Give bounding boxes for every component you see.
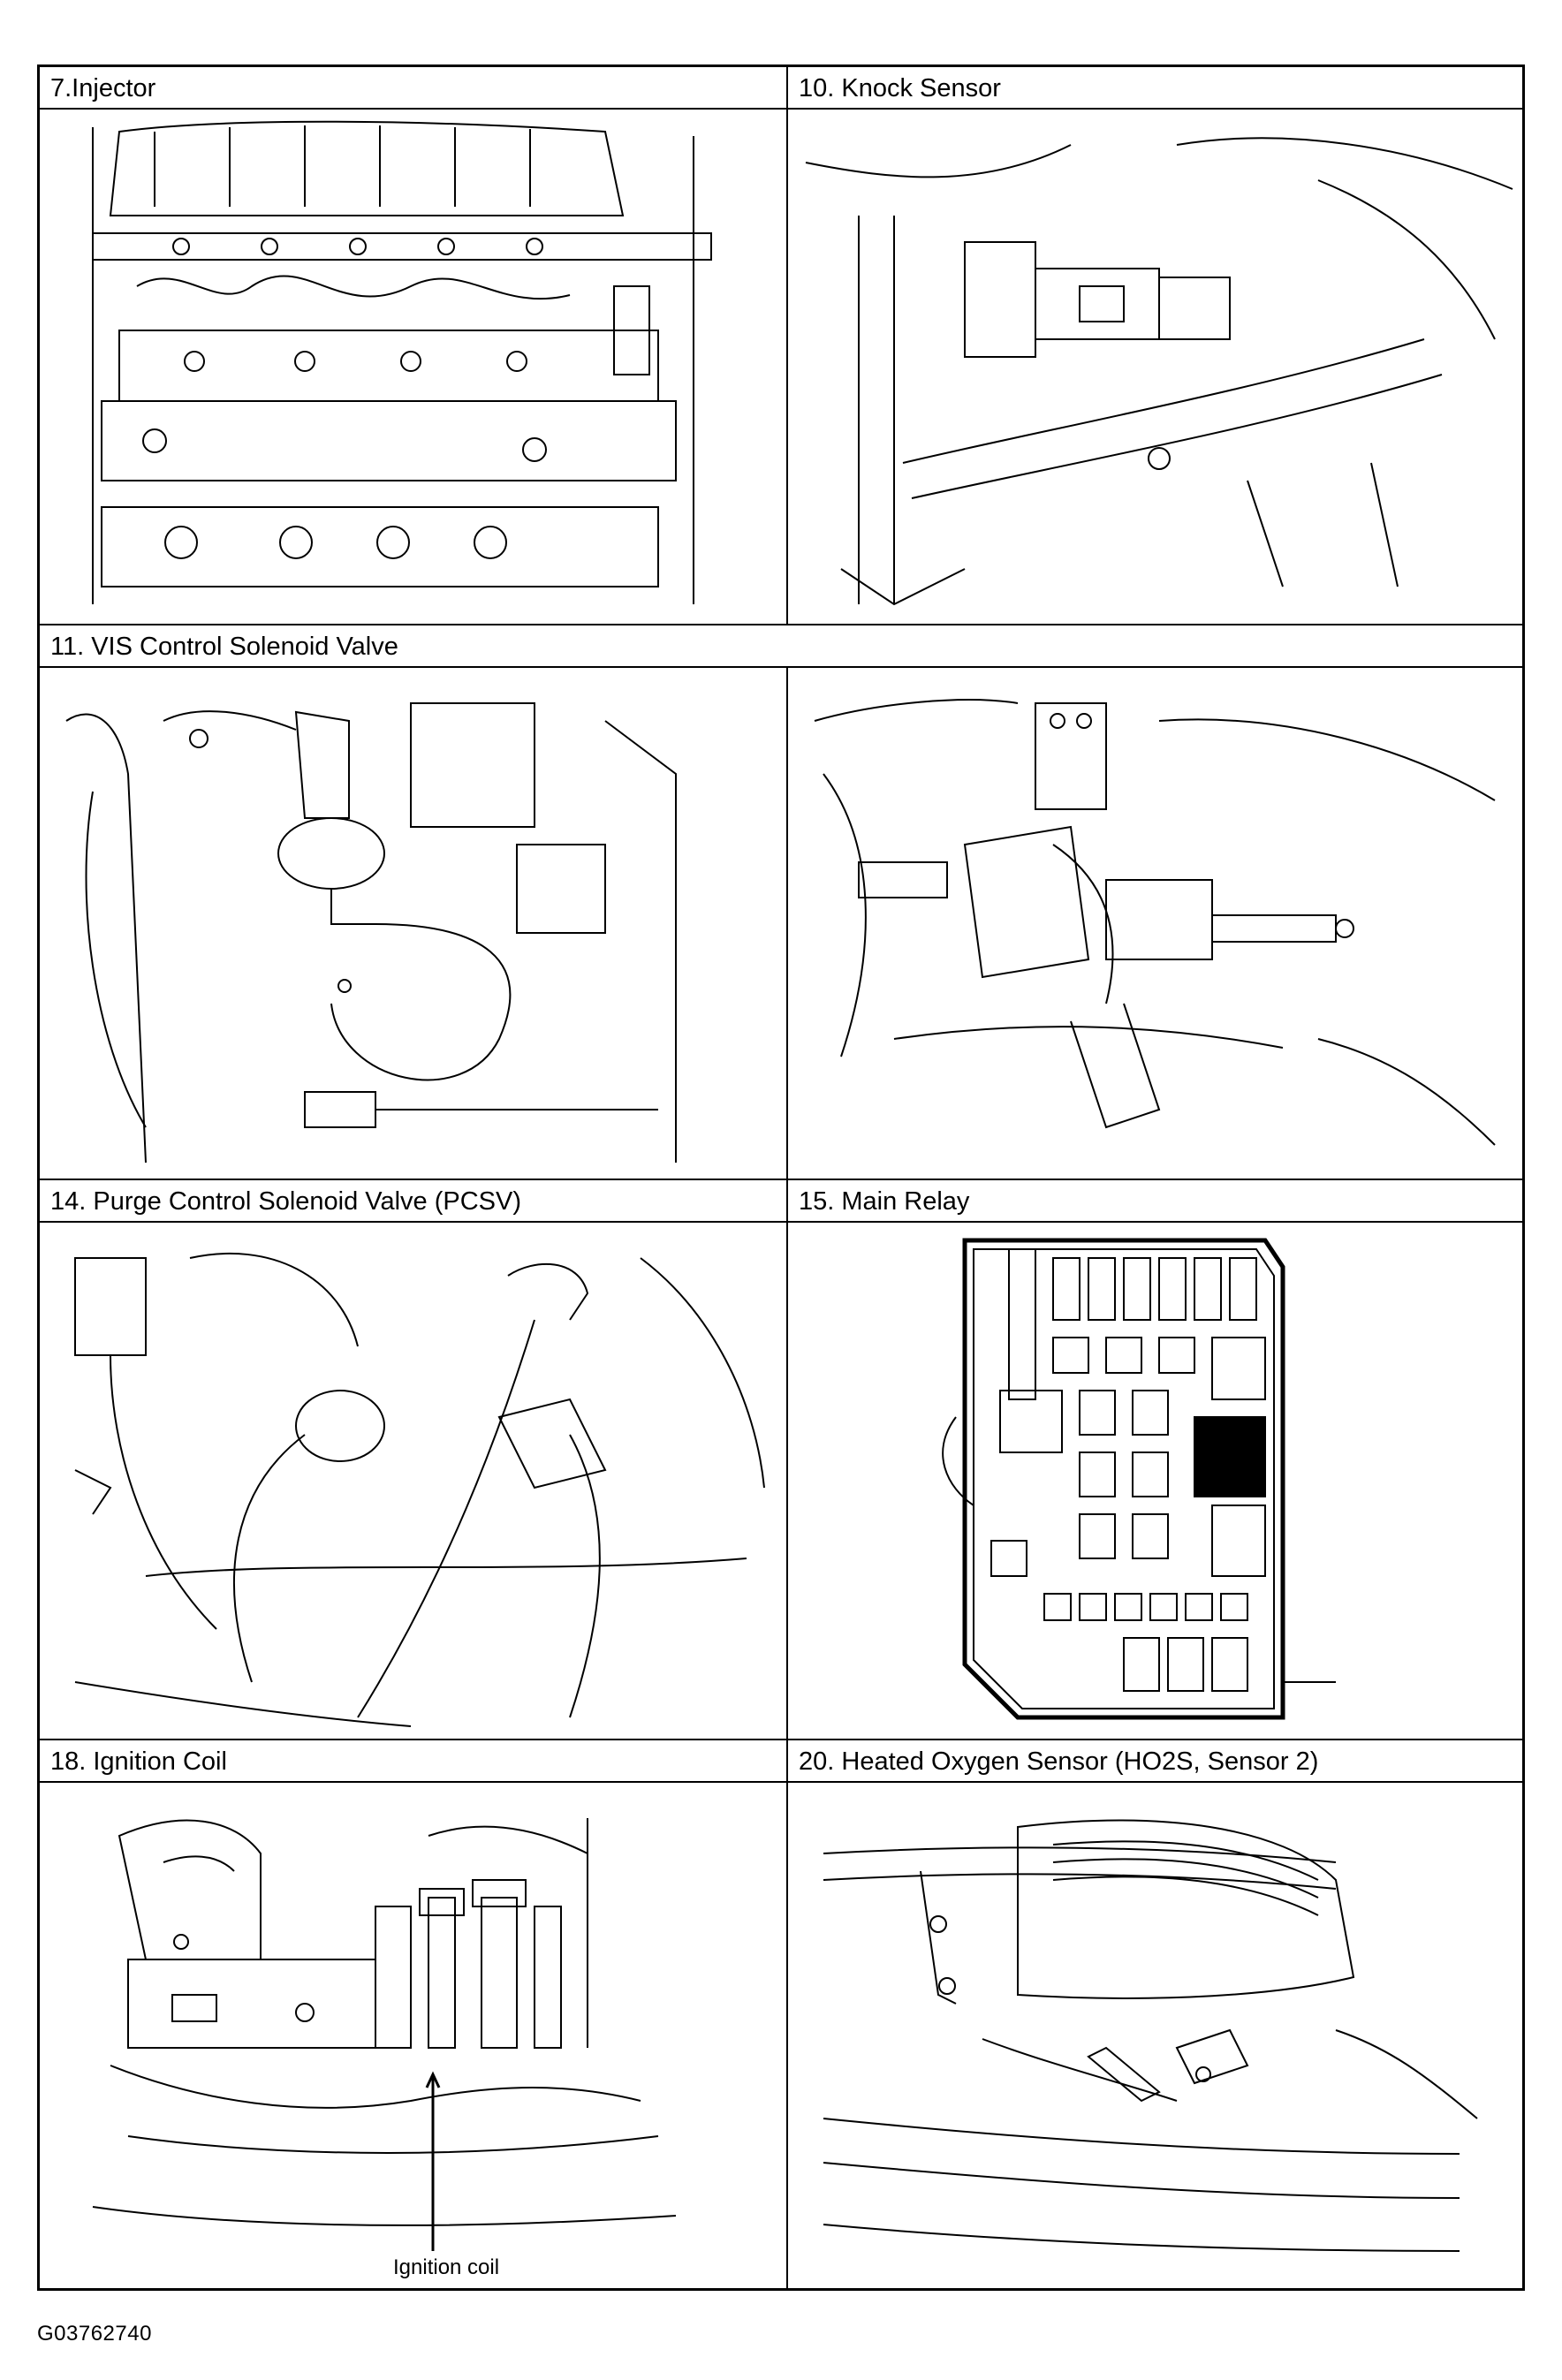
panel-title: 11. VIS Control Solenoid Valve [40,625,1522,668]
panel-title: 15. Main Relay [788,1180,1522,1223]
panel-title: 7.Injector [40,67,786,110]
valve-illustration [788,668,1522,1179]
panel-oxygen-sensor: 20. Heated Oxygen Sensor (HO2S, Sensor 2… [788,1740,1522,2288]
ignition-coil-callout: Ignition coil [393,2255,500,2279]
ignition-coil-illustration: Ignition coil [40,1783,786,2288]
panel-knock-sensor: 10. Knock Sensor [788,67,1522,624]
panel-vis-valve [40,625,786,1179]
figure-code: G03762740 [37,2322,152,2346]
panel-main-relay: 15. Main Relay [788,1180,1522,1739]
panel-title: 20. Heated Oxygen Sensor (HO2S, Sensor 2… [788,1740,1522,1783]
panel-title: 14. Purge Control Solenoid Valve (PCSV) [40,1180,786,1223]
panel-purge-valve: 14. Purge Control Solenoid Valve (PCSV) [40,1180,786,1739]
panel-injector: 7.Injector [40,67,786,624]
injector-illustration [40,110,786,624]
vis-valve-illustration [40,668,786,1179]
panel-vis-valve-header: 11. VIS Control Solenoid Valve [40,625,1522,668]
oxygen-sensor-illustration [788,1783,1522,2288]
panel-title: 18. Ignition Coil [40,1740,786,1783]
panel-ignition-coil: 18. Ignition Coil [40,1740,786,2288]
panel-unlabeled [788,668,1522,1179]
panel-title: 10. Knock Sensor [788,67,1522,110]
component-locator-table: 7.Injector 10. Knock Sensor [37,64,1525,2291]
purge-valve-illustration [40,1223,786,1739]
main-relay-illustration [788,1223,1522,1739]
knock-sensor-illustration [788,110,1522,624]
